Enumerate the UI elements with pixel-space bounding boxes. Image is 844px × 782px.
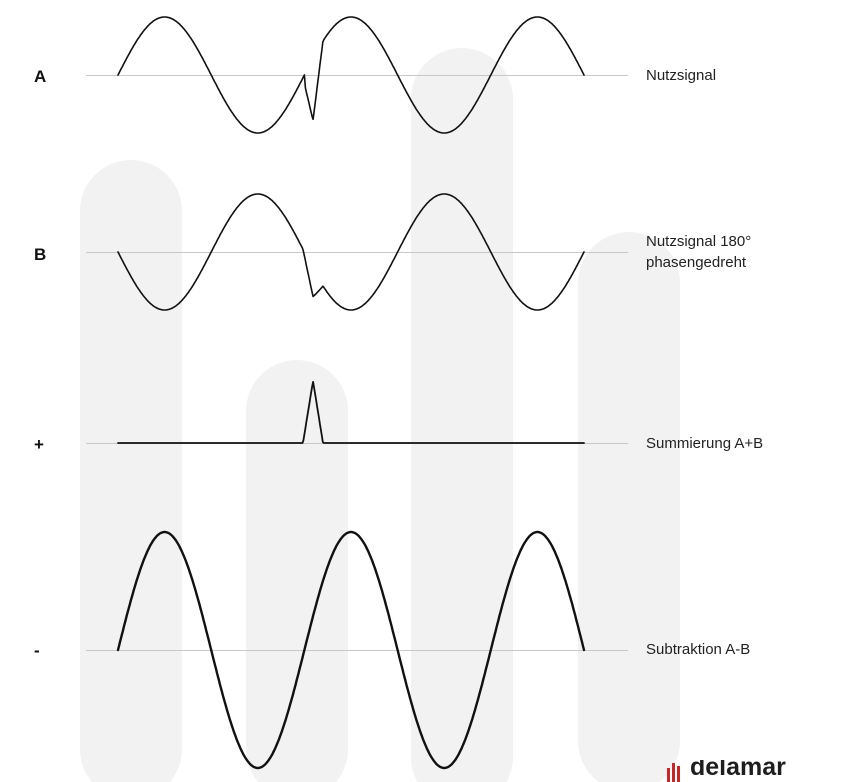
label-subtraktion: Subtraktion A-B <box>646 641 751 658</box>
label-nutzsignal-phase-line2: phasengedreht <box>646 254 747 271</box>
logo-text: delamar <box>690 760 786 781</box>
background-pill <box>246 360 348 782</box>
row-marker-plus: + <box>34 435 44 454</box>
label-nutzsignal: Nutzsignal <box>646 67 717 84</box>
label-summierung: Summierung A+B <box>646 435 764 452</box>
waveform-difference-a-minus-b <box>116 530 586 770</box>
row-marker-b: B <box>34 245 47 264</box>
label-nutzsignal-phase-line1: Nutzsignal 180° <box>646 233 752 250</box>
background-pill <box>578 232 680 782</box>
waveform-signal-b-inverted <box>117 193 585 311</box>
delamar-logo: delamar <box>666 760 786 782</box>
waveform-sum-a-plus-b <box>117 381 585 444</box>
background-pill <box>411 48 513 782</box>
waveform-signal-a <box>117 16 585 134</box>
background-pill <box>80 160 182 782</box>
row-marker-a: A <box>34 67 47 86</box>
background-pill-shapes <box>80 48 680 782</box>
row-marker-minus: - <box>34 641 40 660</box>
logo-bars-icon <box>667 763 680 782</box>
